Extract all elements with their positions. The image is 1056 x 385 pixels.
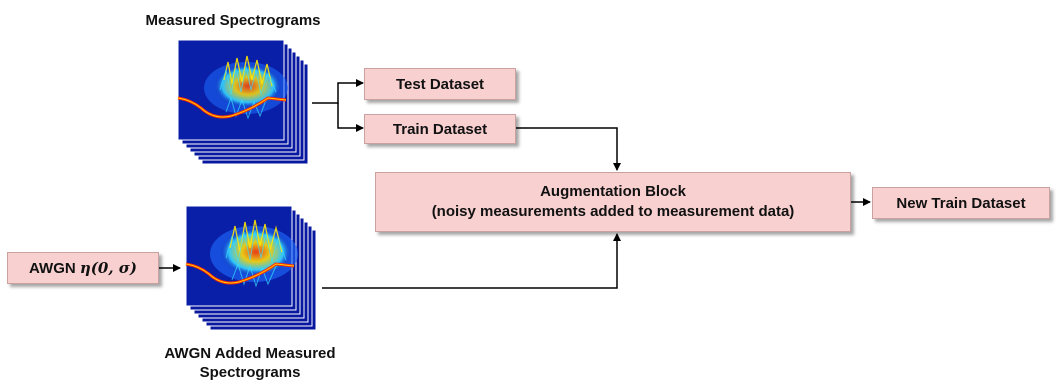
test-dataset-box: Test Dataset (364, 68, 516, 100)
awgn-label: AWGN (29, 259, 76, 277)
arrow-to-test (312, 79, 364, 104)
arrow-to-train (337, 103, 364, 132)
awgn-box: AWGN η(0, σ) (7, 252, 159, 284)
awgn-title-line1: AWGN Added Measured (164, 345, 336, 362)
measured-spectrograms-title: Measured Spectrograms (145, 12, 321, 29)
augmentation-block-box: Augmentation Block (noisy measurements a… (375, 172, 851, 232)
awgn-spectrogram-stack (184, 206, 324, 332)
awgn-title-line2: Spectrograms (199, 364, 301, 381)
arrow-train-to-augmentation (516, 127, 621, 171)
arrow-awgn-stack-to-augmentation (322, 233, 621, 289)
new-train-dataset-box: New Train Dataset (872, 187, 1050, 219)
augmentation-title: Augmentation Block (540, 183, 686, 200)
test-dataset-label: Test Dataset (395, 75, 485, 93)
measured-spectrogram-stack (176, 40, 316, 166)
awgn-spectrograms-title: AWGN Added Measured Spectrograms (130, 344, 370, 382)
awgn-math: η(0, σ) (79, 259, 137, 277)
train-dataset-box: Train Dataset (364, 114, 516, 144)
new-train-dataset-label: New Train Dataset (896, 194, 1026, 212)
augmentation-subtitle: (noisy measurements added to measurement… (431, 203, 795, 220)
train-dataset-label: Train Dataset (392, 120, 488, 138)
